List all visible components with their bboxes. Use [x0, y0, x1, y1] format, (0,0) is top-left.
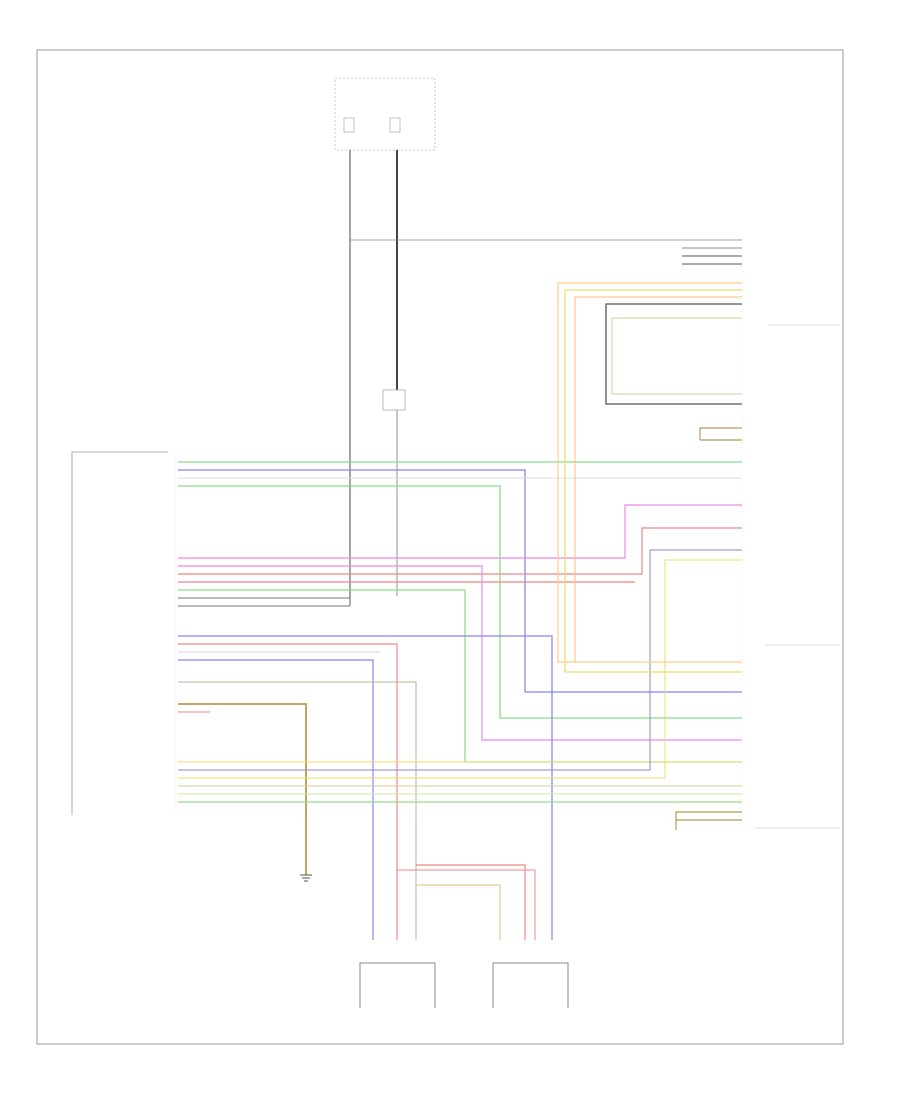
wire-harness — [178, 461, 742, 940]
resistor — [382, 389, 406, 411]
right-bundle — [557, 247, 742, 830]
fuse-block — [334, 77, 436, 151]
ground-point — [300, 860, 312, 882]
right-headlight-module — [492, 962, 569, 1008]
diagram-frame — [36, 49, 844, 1045]
left-headlight-module — [359, 962, 436, 1008]
control-unit — [71, 451, 176, 815]
bottom-wiring — [397, 864, 536, 940]
right-pin-column — [741, 235, 840, 829]
